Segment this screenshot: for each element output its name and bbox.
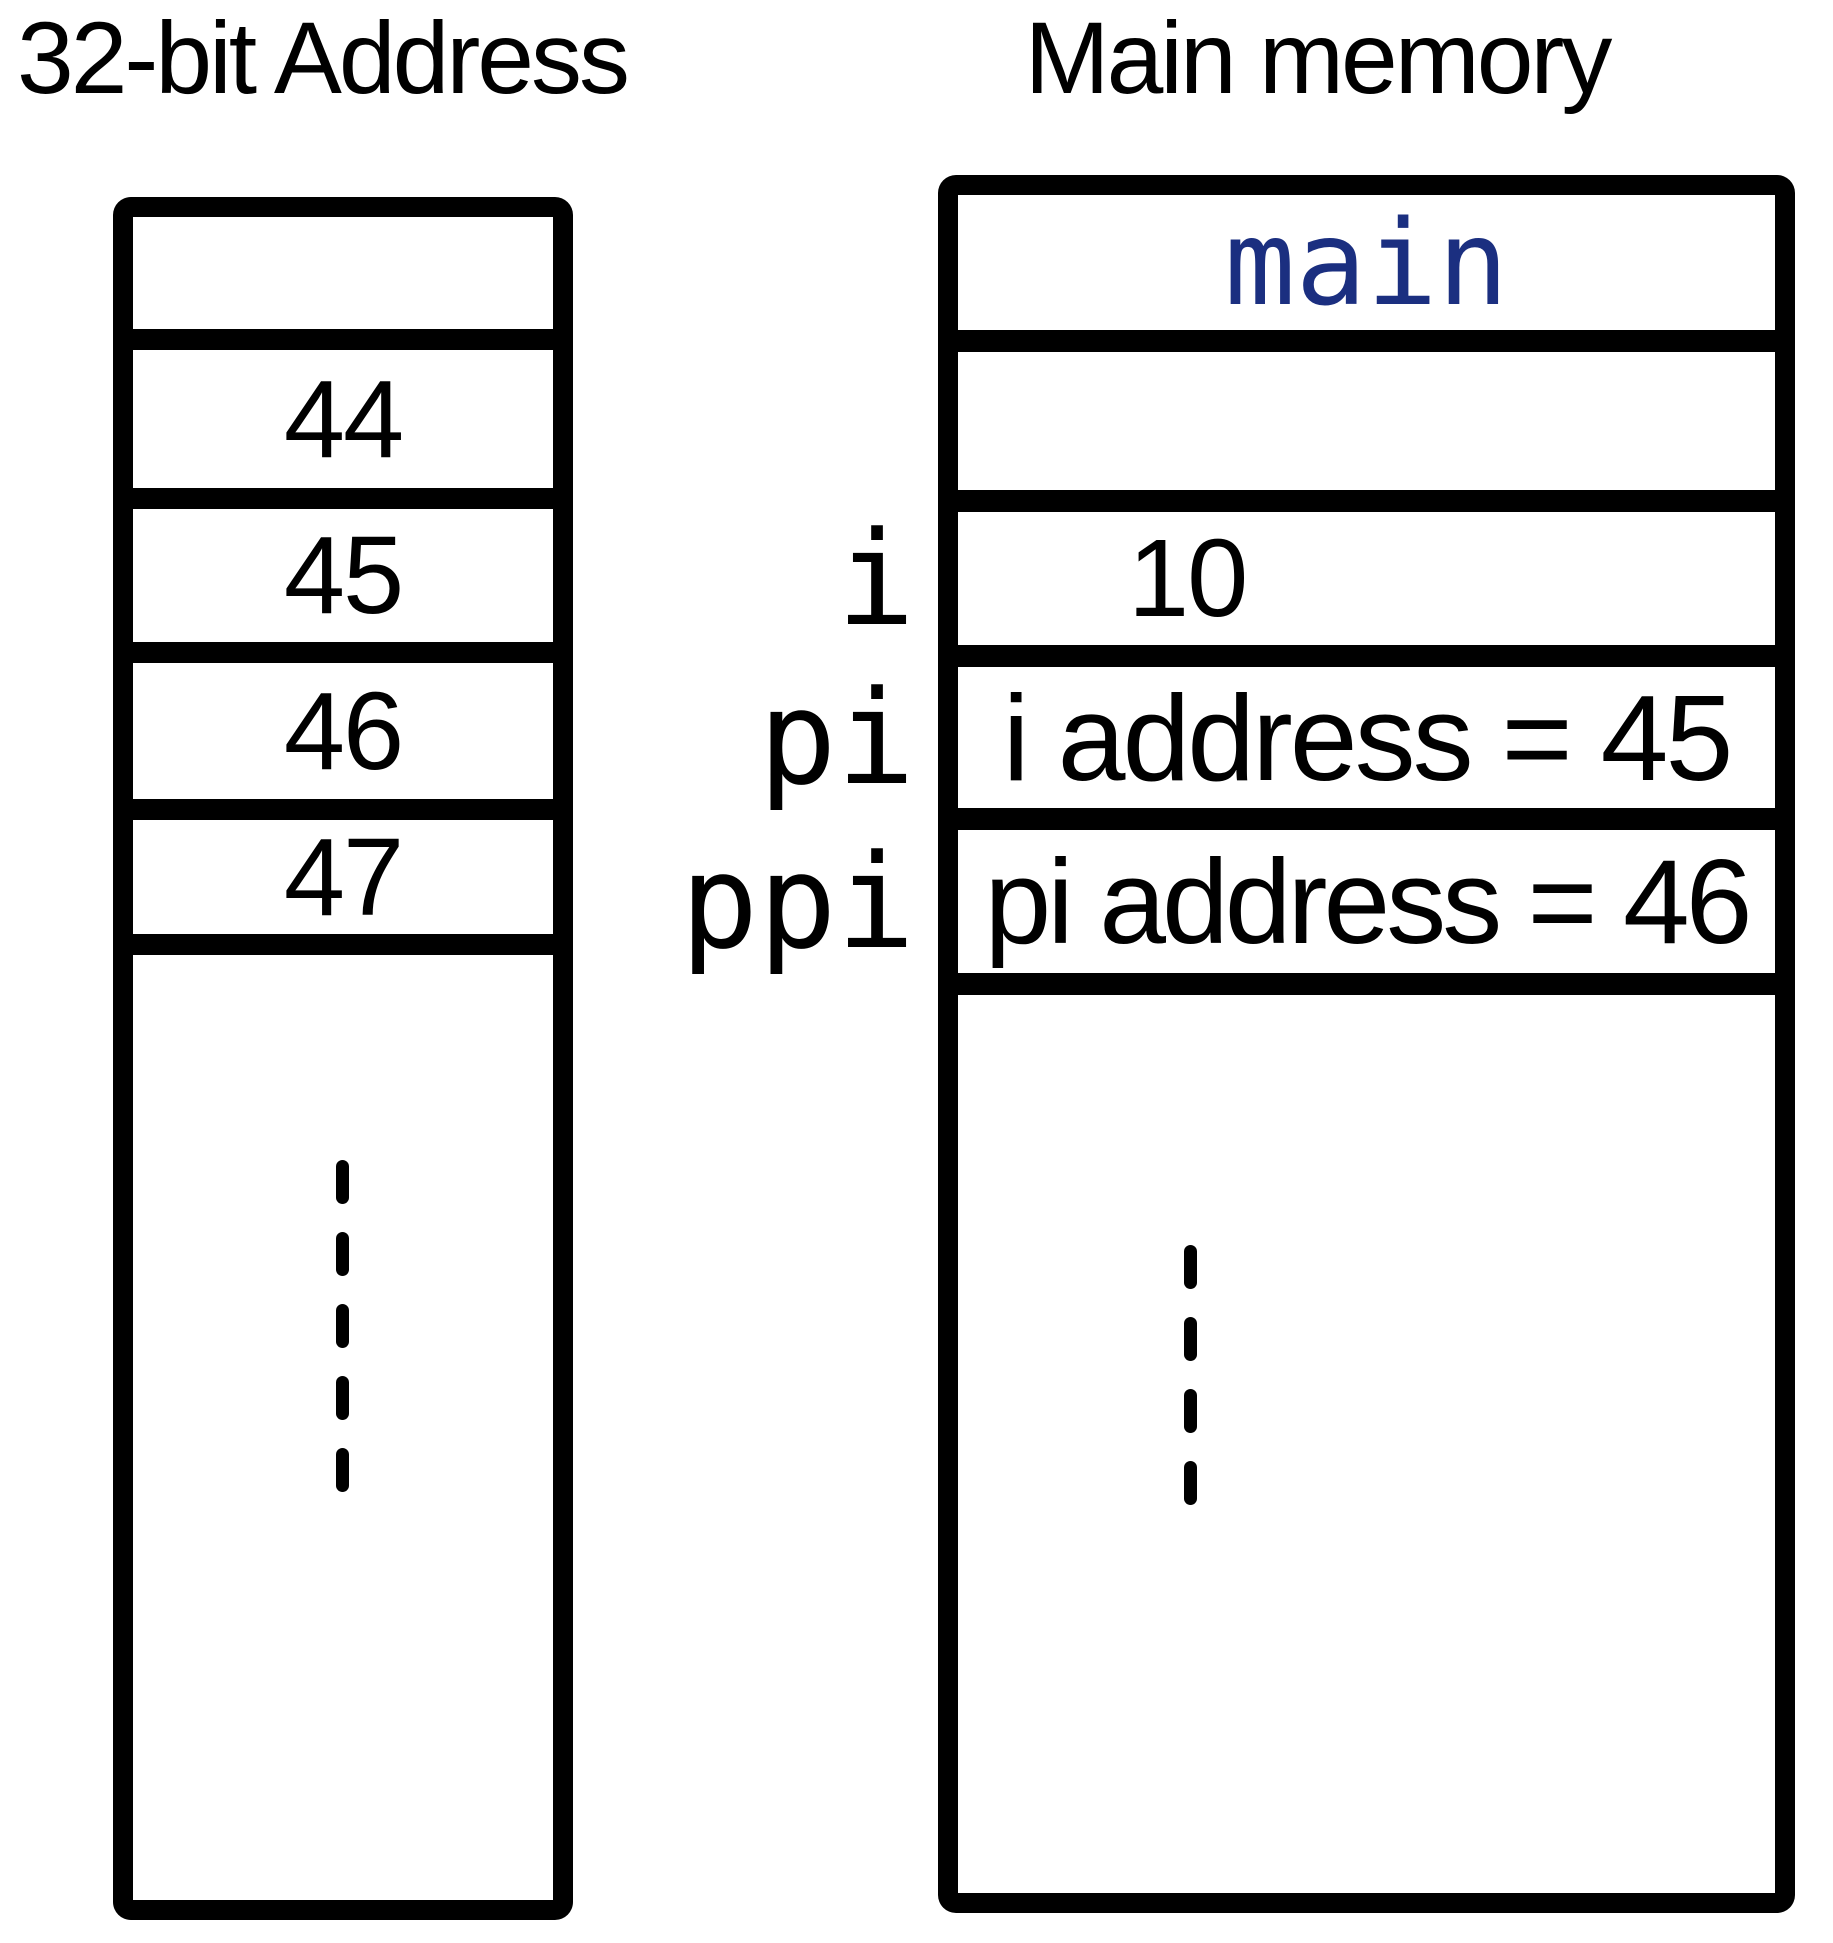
address-ellipsis-dashes (336, 1160, 349, 1492)
row-divider (133, 799, 553, 820)
row-divider (958, 645, 1775, 667)
row-divider (958, 490, 1775, 512)
memory-cell-pi-value-text: i address = 45 (1002, 669, 1734, 806)
address-cell-47: 47 (133, 816, 553, 939)
dash-icon (1184, 1389, 1197, 1433)
row-divider (958, 808, 1775, 830)
memory-cell-pi-value: i address = 45 (958, 667, 1775, 808)
memory-ellipsis-dashes (1184, 1245, 1197, 1505)
dash-icon (336, 1232, 349, 1276)
address-cell-45: 45 (133, 509, 553, 642)
dash-icon (1184, 1461, 1197, 1505)
memory-cell-main-text: main (1224, 193, 1509, 332)
address-cell-45-text: 45 (283, 514, 404, 637)
memory-cell-ppi-value: pi address = 46 (958, 830, 1775, 973)
memory-cell-main: main (958, 193, 1775, 332)
memory-cell-rest (958, 995, 1775, 1893)
row-divider (133, 329, 553, 350)
dash-icon (336, 1304, 349, 1348)
memory-cell-i-value: 10 (958, 512, 1775, 645)
address-cell-empty (133, 217, 553, 329)
row-divider (133, 642, 553, 663)
memory-cell-empty (958, 352, 1775, 490)
address-cell-44: 44 (133, 350, 553, 488)
address-table: 44 45 46 47 (113, 197, 573, 1920)
pointer-label-pi: pi (758, 661, 915, 814)
address-cell-46: 46 (133, 663, 553, 799)
dash-icon (336, 1376, 349, 1420)
row-divider (133, 488, 553, 509)
dash-icon (1184, 1317, 1197, 1361)
dash-icon (336, 1448, 349, 1492)
row-divider (958, 330, 1775, 352)
dash-icon (336, 1160, 349, 1204)
pointer-label-ppi: ppi (680, 825, 915, 978)
memory-table: main 10 i address = 45 pi address = 46 (938, 175, 1795, 1913)
memory-column-title: Main memory (1024, 1, 1613, 115)
memory-cell-ppi-value-text: pi address = 46 (984, 834, 1753, 969)
address-column-title: 32-bit Address (16, 1, 630, 115)
row-divider (133, 934, 553, 955)
address-cell-47-text: 47 (283, 815, 404, 939)
memory-cell-i-value-text: 10 (1128, 517, 1248, 640)
row-divider (958, 973, 1775, 995)
pointer-label-i: i (836, 502, 915, 655)
dash-icon (1184, 1245, 1197, 1289)
address-cell-46-text: 46 (283, 669, 404, 793)
address-cell-44-text: 44 (283, 357, 404, 481)
